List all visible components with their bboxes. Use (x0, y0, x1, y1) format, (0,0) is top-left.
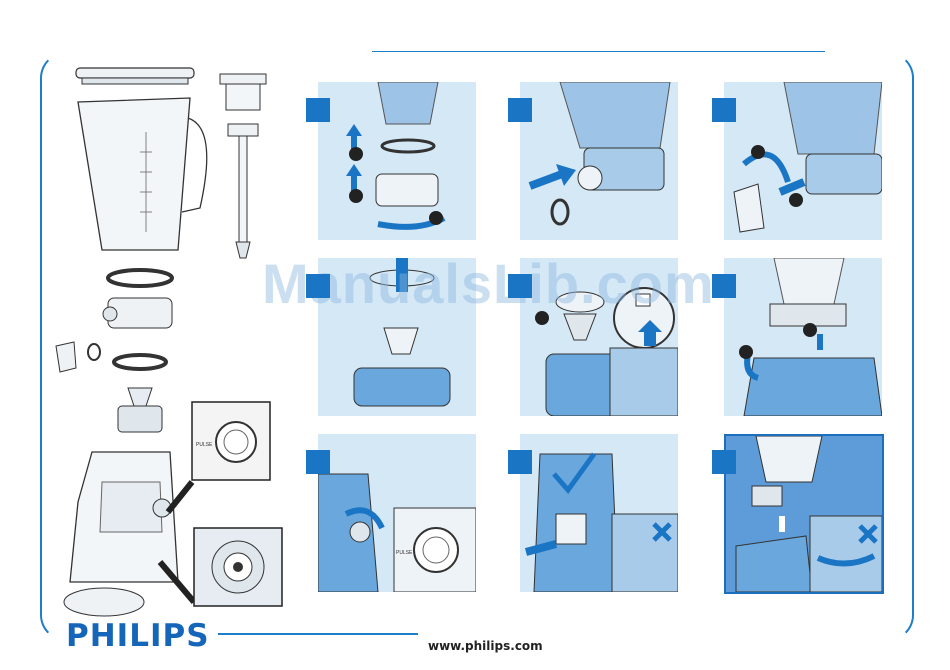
blender-exploded-view: PULSE (50, 62, 290, 618)
step-marker-6 (712, 274, 736, 298)
website-link[interactable]: www.philips.com (428, 639, 543, 653)
step-marker-8 (508, 450, 532, 474)
motor-callout-icon (160, 528, 282, 606)
motor-unit-icon (64, 452, 178, 616)
brand-logo: PHILIPS (66, 618, 210, 654)
jar-lid-icon (76, 68, 194, 84)
spatula-icon (228, 124, 258, 258)
tap-icon (56, 342, 100, 372)
step-panel-8 (520, 434, 678, 592)
step-panel-3 (724, 82, 882, 240)
step-marker-7 (306, 450, 330, 474)
step-panel-7: PULSE (318, 434, 476, 592)
gasket-icon (114, 355, 166, 369)
step-marker-2 (508, 98, 532, 122)
seal-ring-icon (108, 270, 172, 286)
jar-icon (78, 98, 207, 250)
step-panel-6 (724, 258, 882, 416)
jar-base-icon (103, 298, 172, 328)
step-marker-4 (306, 274, 330, 298)
dial-callout-icon: PULSE (168, 402, 270, 512)
step-marker-5 (508, 274, 532, 298)
step-panel-1 (318, 82, 476, 240)
top-rule (372, 51, 825, 52)
blade-unit-icon (118, 388, 162, 432)
overview-dial-label: PULSE (196, 442, 213, 448)
measuring-cup-icon (220, 74, 266, 110)
step-marker-3 (712, 98, 736, 122)
step-panel-2 (520, 82, 678, 240)
step-marker-1 (306, 98, 330, 122)
step-7-dial-label: PULSE (396, 550, 413, 556)
step-panel-9 (724, 434, 884, 594)
step-marker-9 (712, 450, 736, 474)
brand-rule (218, 633, 418, 635)
